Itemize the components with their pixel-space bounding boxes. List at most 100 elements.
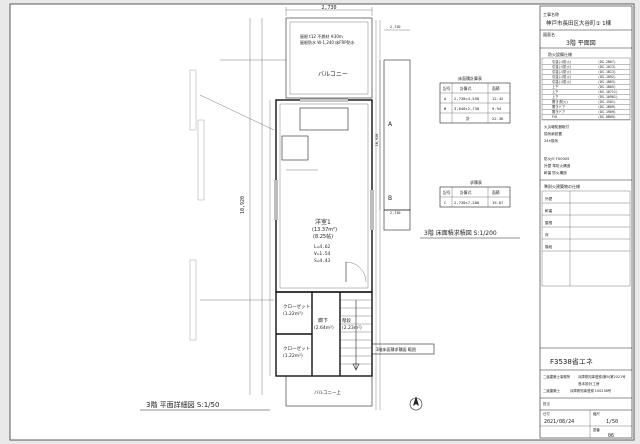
spec-4: 階段 <box>545 244 553 249</box>
closet2-area: (1.22m²) <box>283 353 303 359</box>
legend-row-name: 開きドア <box>552 104 566 109</box>
ceiling-height-1: L=4.62 <box>314 244 331 250</box>
area-table-r1c2: 12.42 <box>492 96 503 101</box>
legend-row-code: (DS-1909) <box>598 110 616 114</box>
title-block: 工事名称 神戸市長田区大谷町① 1棟 図面名 3階 平面図 防火設備仕様 引違い… <box>539 5 633 439</box>
floor-area-plan: 床面積計算表 記号 計算式 面積 A 2,730×4,550 12.42 B 3… <box>371 25 520 355</box>
area-table-total: 22.36 <box>492 116 504 121</box>
detail-drawing-title: 3階 平面詳細図 S:1/50 <box>146 400 219 409</box>
legend-row-code: (DS-1013) <box>598 65 616 69</box>
legend-header: 防火設備仕様 <box>548 51 572 57</box>
sheet-value: 06 <box>608 433 614 439</box>
note-4: 外壁 準防火構造 <box>544 163 571 168</box>
legend-row-name: 引違い(防火) <box>552 64 571 69</box>
legend-row-code: (DS-1092) <box>598 75 616 79</box>
date-label: 日付 <box>543 411 550 416</box>
note-5: 軒裏 防火構造 <box>544 170 567 175</box>
area-table2-h2: 面積 <box>492 190 500 195</box>
area-table-h1: 計算式 <box>460 86 472 91</box>
area-table-title: 床面積計算表 <box>458 75 482 81</box>
scale-value: 1/50 <box>606 419 618 425</box>
legend-row-code: (DS-1B03) <box>598 80 616 84</box>
closet2-label: クローゼット <box>283 345 310 352</box>
area-table-r2c0: B <box>444 106 447 111</box>
area-table2-r1c1: 2,730×7,280 <box>454 200 480 205</box>
legend-row-code: (DS-1501) <box>598 100 616 104</box>
drawing-title: 3階 平面図 <box>566 39 596 47</box>
area-table2-h1: 計算式 <box>460 190 472 195</box>
area-table2-r1c2: 19.87 <box>492 200 503 205</box>
registration-label: 二級建築士 <box>543 388 561 393</box>
legend-row-name: 開き(防火) <box>552 99 568 104</box>
left-dimension: 10,920 <box>240 196 246 214</box>
scale-label: 縮尺 <box>593 411 600 416</box>
stair-area: (2.23m²) <box>342 325 362 331</box>
legend-row-name: 引違い(防火) <box>552 69 571 74</box>
roof-note-2: 屋根防水 W-1,240 床FRP防水 <box>300 39 355 45</box>
area-table-r1c0: A <box>444 96 447 101</box>
energy-title: F3538省エネ <box>550 357 593 366</box>
note-3: 防火戸 F00005 <box>544 156 569 161</box>
area-table-r2c1: 3,640×2,730 <box>454 106 480 111</box>
notes-list: 火災報知器取付 換気扇設置 24h換気 防火戸 F00005 外壁 準防火構造 … <box>544 124 571 175</box>
area-table-h2: 面積 <box>492 86 500 91</box>
roof-note-1: 屋根 t12 不燃材 ※30m <box>300 33 343 39</box>
sheet-border <box>9 3 635 441</box>
legend-row-name: 上下 <box>552 84 559 89</box>
legend-row-name: 引違い(防火) <box>552 59 571 64</box>
project-name: 神戸市長田区大谷町① 1棟 <box>546 19 612 27</box>
hall-area: (2.64m²) <box>314 325 334 331</box>
office-name: 島本設計工房 <box>578 381 600 386</box>
floor-plan-detail: 2,730 10,920 屋根 t12 不燃材 ※30m 屋根防水 W-1,24… <box>140 5 423 411</box>
legend-row-code: (DS-1B13) <box>598 70 616 74</box>
project-label: 工事名称 <box>543 11 559 17</box>
legend-row-name: 上下 <box>552 89 559 94</box>
architect-value: 兵庫県知事登録(第B)第2021号 <box>578 374 626 379</box>
spec-0: 外壁 <box>545 196 553 201</box>
mini-drawing-title: 3階 床面積求積図 S:1/200 <box>424 229 497 237</box>
spec-3: 床 <box>545 232 549 237</box>
mini-dim-side: 10,920 <box>375 134 379 147</box>
mini-legend: 3階床面積求積図 範囲 <box>376 346 416 352</box>
note-2: 24h換気 <box>544 138 558 143</box>
room1-name: 洋室1 <box>315 218 331 226</box>
legend-row-code: (DS-10711) <box>598 90 618 94</box>
room1-tatami: (8.25帖) <box>313 233 333 240</box>
top-dimension: 2,730 <box>321 5 336 11</box>
area-table-total-label: 計 <box>466 116 470 121</box>
registration-value: 兵庫県知事登録 100238号 <box>570 388 612 393</box>
area-table-h0: 記号 <box>443 86 451 91</box>
spec-1: 軒裏 <box>545 208 553 213</box>
date-value: 2021/08/24 <box>544 419 574 425</box>
mini-label-b: B <box>388 195 392 202</box>
left-annotations <box>189 59 286 341</box>
stair-label: 階段 <box>342 317 351 324</box>
hall-label: 廊下 <box>318 317 328 324</box>
legend-row-name: FIX <box>552 115 558 119</box>
ceiling-height-3: S=4.43 <box>314 258 331 264</box>
room1-area: (13.37m²) <box>312 227 337 233</box>
legend-row-name: 上下 <box>552 94 559 99</box>
legend-row-code: (DS-1B05) <box>598 85 616 89</box>
legend-row-code: (DS-1B09) <box>598 105 616 109</box>
drawing-title-label: 図面名 <box>543 31 555 37</box>
spec-lines: 外壁 軒裏 屋根 床 階段 <box>542 191 630 286</box>
mini-dim-top: 2,730 <box>390 25 401 29</box>
legend-row-code: (DS-0B09) <box>598 115 616 119</box>
approver-label: 担当 <box>543 401 550 406</box>
legend-row-code: (DS-10901) <box>598 95 618 99</box>
sheet-label: 図番 <box>593 427 600 432</box>
legend-table: 引違い(防火)(DS-2B07)引違い(防火)(DS-1013)引違い(防火)(… <box>542 59 630 120</box>
area-table2-r1c0: C <box>444 200 446 205</box>
section-title: 準耐火建築物の仕様 <box>544 183 580 189</box>
closet1-area: (1.22m²) <box>283 311 303 317</box>
legend-row-name: 引違い(防火) <box>552 74 571 79</box>
mini-label-a: A <box>388 121 393 128</box>
area-table-r2c2: 9.94 <box>492 106 502 111</box>
legend-row-name: 開きドア <box>552 109 566 114</box>
spec-2: 屋根 <box>545 220 553 225</box>
balcony-label: バルコニー <box>318 71 348 78</box>
note-1: 換気扇設置 <box>544 131 562 136</box>
architect-label: 二級建築士事務所 <box>543 374 571 379</box>
